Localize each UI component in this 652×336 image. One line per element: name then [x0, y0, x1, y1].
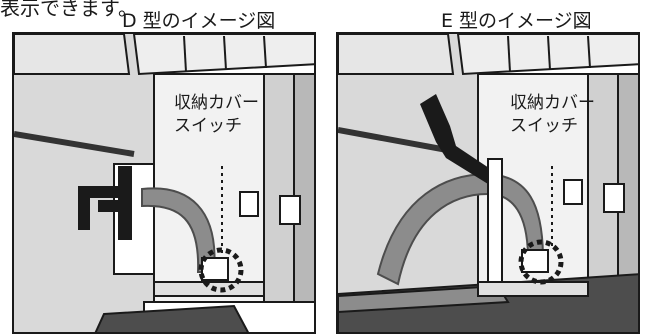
callout-line-2: スイッチ: [174, 116, 242, 136]
panel-e-title: E 型のイメージ図: [441, 10, 592, 32]
callout-line-1: 収納カバー: [174, 93, 259, 113]
panel-e-illustration: 収納カバー スイッチ: [336, 32, 640, 334]
top-ribs: [132, 34, 314, 76]
panel-d-drawing: [14, 34, 314, 332]
top-ribs: [456, 34, 638, 76]
callout-line-1: 収納カバー: [510, 93, 595, 113]
panel-e-drawing: [338, 34, 638, 332]
switch-highlight-circle: [518, 239, 564, 285]
handle: [78, 166, 132, 240]
lever: [420, 94, 498, 184]
panel-e-callout: 収納カバー スイッチ: [510, 92, 595, 138]
panel-d-illustration: 収納カバー スイッチ: [12, 32, 316, 334]
storage-cover-switch: [521, 249, 549, 273]
caption-fragment: 表示できます。: [0, 0, 138, 20]
storage-cover-switch: [201, 257, 229, 281]
panel-d-title: D 型のイメージ図: [122, 10, 276, 32]
switch-highlight-circle: [198, 247, 244, 293]
panel-d-callout: 収納カバー スイッチ: [174, 92, 259, 138]
left-edge-line: [14, 131, 135, 157]
callout-line-2: スイッチ: [510, 116, 578, 136]
